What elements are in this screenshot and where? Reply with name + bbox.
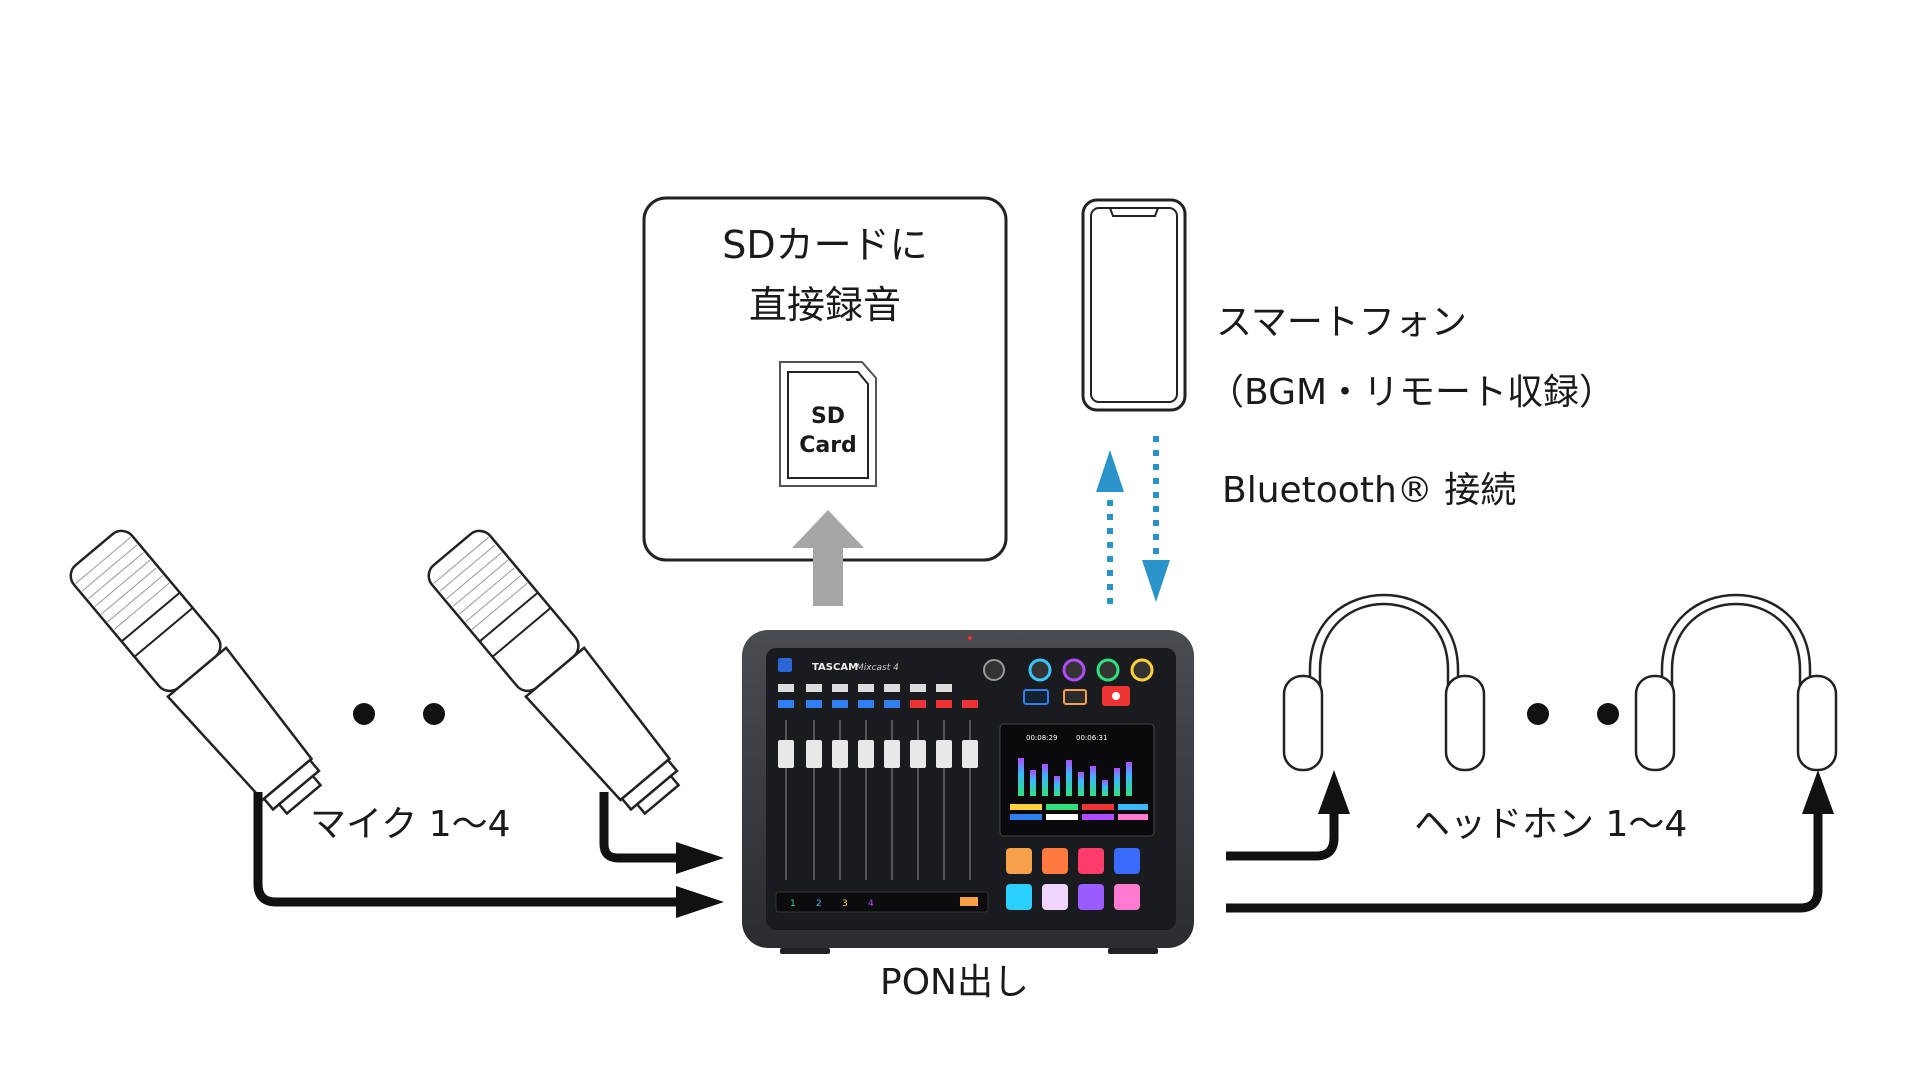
headphones-icon	[1282, 593, 1486, 772]
sd-box-title-line2: 直接録音	[749, 283, 901, 327]
sample-pad	[1114, 884, 1140, 910]
mic-input-arrows	[253, 792, 724, 918]
pon-label: PON出し	[880, 962, 1029, 1003]
sample-pad	[1078, 884, 1104, 910]
bluetooth-arrows	[1096, 436, 1170, 604]
sd-card-label-line2: Card	[799, 433, 857, 458]
channel-number: 3	[842, 899, 848, 909]
device-brand: TASCAM	[812, 662, 858, 673]
transport-buttons	[1023, 686, 1130, 706]
sd-box-title-line1: SDカードに	[722, 223, 927, 267]
sd-card-icon: SD Card	[779, 361, 877, 487]
mixer-device: TASCAM Mixcast 4	[742, 630, 1194, 954]
headphone-output-arrows	[1226, 770, 1834, 913]
channel-number: 4	[868, 899, 874, 909]
smartphone-usage-label: （BGM・リモート収録）	[1208, 372, 1615, 413]
sample-pads	[1006, 848, 1140, 910]
device-model: Mixcast 4	[856, 663, 899, 673]
headphone-label: ヘッドホン 1〜4	[1414, 804, 1687, 845]
headphones-icon	[1634, 593, 1838, 772]
smartphone-label: スマートフォン	[1216, 302, 1467, 343]
microphone-icon	[427, 529, 681, 816]
bluetooth-label: Bluetooth® 接続	[1222, 470, 1516, 511]
smartphone-icon	[1081, 198, 1187, 412]
ellipsis-dots	[353, 703, 445, 725]
ellipsis-dots	[1527, 703, 1619, 725]
mic-label: マイク 1〜4	[310, 804, 511, 845]
sample-pad	[1114, 848, 1140, 874]
sd-card-panel: SDカードに 直接録音 SD Card	[642, 196, 1008, 562]
channel-number-strip: 1 2 3 4	[775, 891, 989, 913]
sd-card-label-line1: SD	[811, 404, 845, 429]
device-screen: 00:08:29 00:06:31	[999, 723, 1155, 837]
channel-buttons	[778, 684, 978, 708]
faders	[778, 720, 978, 880]
sample-pad	[1042, 884, 1068, 910]
sample-pad	[1078, 848, 1104, 874]
screen-time-elapsed: 00:08:29	[1026, 734, 1057, 742]
sample-pad	[1006, 884, 1032, 910]
channel-number: 1	[790, 899, 796, 909]
sd-record-arrow	[792, 510, 864, 606]
knobs	[983, 658, 1154, 682]
sample-pad	[1006, 848, 1032, 874]
channel-number: 2	[816, 899, 822, 909]
sample-pad	[1042, 848, 1068, 874]
screen-time-remaining: 00:06:31	[1076, 734, 1107, 742]
microphone-icon	[69, 529, 323, 816]
